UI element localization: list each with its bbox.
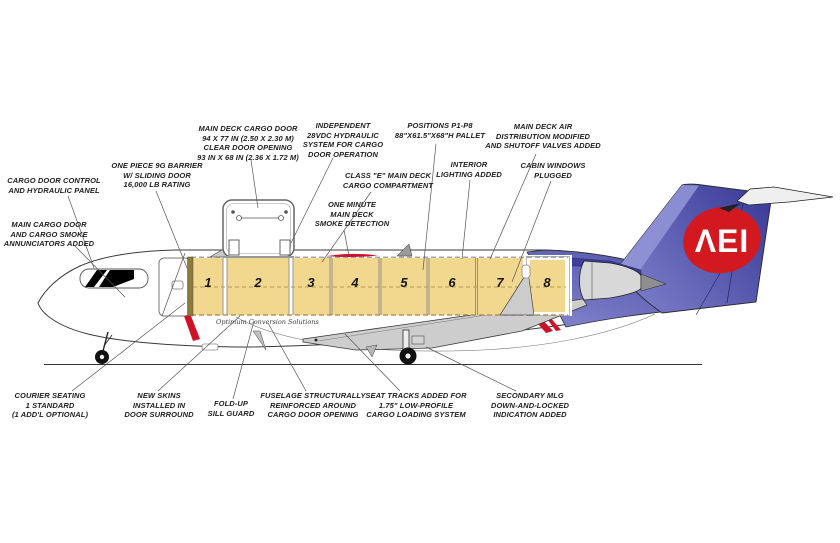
position-number-3: 3 xyxy=(307,275,315,290)
door-actuator-aft xyxy=(279,239,291,256)
leader-annunciators xyxy=(74,245,126,298)
leader-9g-barrier xyxy=(155,190,188,269)
windshield-side xyxy=(99,270,134,287)
callout-positions-pallet: POSITIONS P1-P8 88"X61.5"X68"H PALLET xyxy=(394,121,486,140)
callout-9g-barrier: ONE PIECE 9G BARRIER W/ SLIDING DOOR 16,… xyxy=(111,161,203,189)
aei-logo-text: ΛEI xyxy=(695,223,750,259)
leader-door-surround xyxy=(161,252,186,317)
leader-smoke-detection xyxy=(343,229,350,257)
fin-fuselage-junction xyxy=(695,267,724,316)
callout-interior-lighting: INTERIOR LIGHTING ADDED xyxy=(436,160,502,179)
callout-new-skins: NEW SKINS INSTALLED IN DOOR SURROUND xyxy=(124,391,194,419)
leader-courier-seating xyxy=(71,302,186,392)
callout-air-distribution: MAIN DECK AIR DISTRIBUTION MODIFIED AND … xyxy=(485,122,601,150)
tail-fin: ΛEI xyxy=(615,183,834,316)
door-handle xyxy=(171,280,184,290)
leader-secondary-mlg xyxy=(425,346,517,392)
leader-positions xyxy=(422,143,437,271)
callout-fuselage-reinforced: FUSELAGE STRUCTURALLY REINFORCED AROUND … xyxy=(260,391,366,419)
aei-logo-circle xyxy=(683,206,761,274)
exhaust-cone xyxy=(640,273,667,292)
nlg-hub xyxy=(99,354,105,360)
callout-sill-guard: FOLD-UP SILL GUARD xyxy=(207,399,255,418)
hinge-fitting-fwd xyxy=(236,215,242,221)
mlg-door xyxy=(411,335,425,345)
cargo-door-inner-frame xyxy=(226,203,291,254)
nlg-brace xyxy=(103,334,113,347)
position-number-5: 5 xyxy=(400,275,408,290)
stabilizer-fairing-shadow xyxy=(719,203,741,212)
cockpit-windows xyxy=(79,268,149,289)
pallet-dividers xyxy=(222,258,478,315)
door-latch-fwd xyxy=(231,210,235,214)
callout-main-deck-door: MAIN DECK CARGO DOOR 94 X 77 IN (2.50 X … xyxy=(197,124,299,162)
flap-track-fairing xyxy=(365,344,378,358)
position-number-8: 8 xyxy=(543,275,551,290)
position-number-1: 1 xyxy=(204,275,212,290)
leader-new-skins xyxy=(157,315,241,392)
callout-annunciators: MAIN CARGO DOOR AND CARGO SMOKE ANNUNCIA… xyxy=(3,220,95,248)
position-number-6: 6 xyxy=(448,275,456,290)
horizontal-stabilizer xyxy=(736,186,834,206)
plugged-cabin-window xyxy=(521,264,531,279)
position-number-7: 7 xyxy=(496,275,504,290)
belly-antenna-box xyxy=(201,343,219,351)
door-actuator-fwd xyxy=(228,239,240,256)
callout-secondary-mlg: SECONDARY MLG DOWN-AND-LOCKED INDICATION… xyxy=(490,391,570,419)
nine-g-barrier xyxy=(187,256,194,317)
callout-cabin-windows: CABIN WINDOWS PLUGGED xyxy=(520,161,586,180)
leader-cargo-door-control xyxy=(67,195,95,269)
blade-antenna xyxy=(396,243,413,257)
belly-blade-antenna xyxy=(252,330,267,351)
windshield-front xyxy=(85,270,107,287)
cargo-area-fill xyxy=(193,258,523,315)
callout-cargo-door-control: CARGO DOOR CONTROL AND HYDRAULIC PANEL xyxy=(7,176,101,195)
cargo-compartment-overlay xyxy=(187,253,572,317)
open-cargo-door xyxy=(208,199,295,258)
leader-fuselage-reinforced xyxy=(267,322,307,392)
nose-landing-gear xyxy=(95,331,113,364)
door-frame-fwd xyxy=(222,258,228,315)
main-landing-gear xyxy=(399,329,425,365)
callout-seat-tracks: SEAT TRACKS ADDED FOR 1.75" LOW-PROFILE … xyxy=(365,391,467,419)
callout-class-e: CLASS "E" MAIN DECK CARGO COMPARTMENT xyxy=(342,171,434,190)
leader-lines xyxy=(67,143,552,400)
passenger-door xyxy=(158,257,191,317)
watermark-text: Optimum Conversion Solutions xyxy=(216,318,319,326)
leader-interior-lighting xyxy=(461,179,471,260)
wing-root-fairing xyxy=(499,270,535,316)
door-frame-aft xyxy=(288,258,294,315)
nlg-strut xyxy=(102,331,109,352)
forward-livery-stripe xyxy=(184,316,200,341)
leader-main-deck-door xyxy=(250,159,259,209)
door-latch-aft xyxy=(284,210,288,214)
leader-seat-tracks xyxy=(344,333,401,392)
hinge-fitting-aft xyxy=(278,215,284,221)
callout-smoke-detection: ONE MINUTE MAIN DECK SMOKE DETECTION xyxy=(314,200,390,228)
mlg-hub xyxy=(405,353,411,359)
fin-leading-edge-band xyxy=(616,185,699,273)
leader-cabin-windows xyxy=(511,180,552,283)
callout-courier-seating: COURIER SEATING 1 STANDARD (1 ADD'L OPTI… xyxy=(11,391,89,419)
nacelle-body xyxy=(579,260,642,301)
position-number-2: 2 xyxy=(254,275,262,290)
leader-28vdc xyxy=(290,157,334,244)
callout-28vdc-hydraulic: INDEPENDENT 28VDC HYDRAULIC SYSTEM FOR C… xyxy=(302,121,384,159)
leader-sill-guard xyxy=(232,320,255,400)
leader-class-e xyxy=(321,191,372,263)
belly-fairing-line xyxy=(235,313,656,352)
smoke-detection-strip xyxy=(327,253,378,258)
leader-air-distribution xyxy=(489,153,537,260)
position-number-4: 4 xyxy=(351,275,359,290)
wing-nav-light xyxy=(314,338,318,342)
